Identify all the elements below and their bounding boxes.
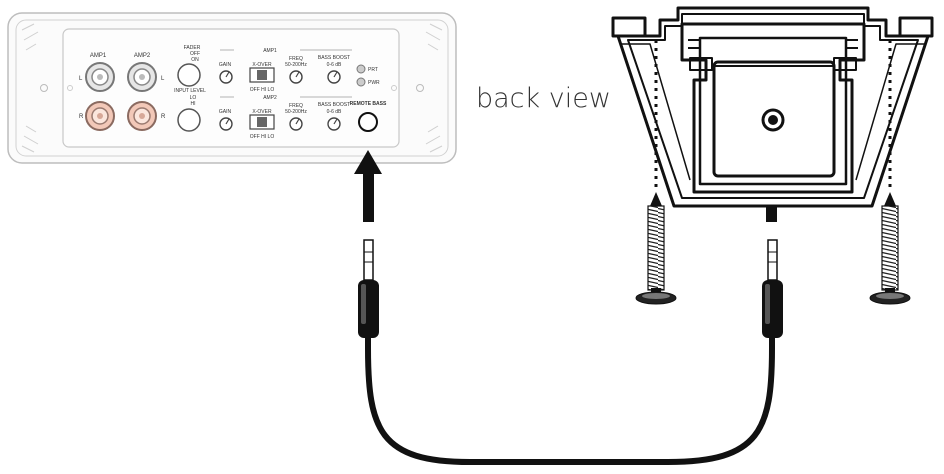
pwr-led-icon bbox=[356, 77, 366, 87]
boost-range-label-2: 0-6 dB bbox=[327, 109, 342, 115]
rca-jack-icon bbox=[85, 62, 157, 131]
fader-button bbox=[177, 63, 201, 87]
gain-label-2: GAIN bbox=[219, 109, 232, 115]
arrow-up-icon bbox=[354, 150, 382, 222]
remote-bass-label: REMOTE BASS bbox=[350, 101, 387, 107]
boost-range-label: 0-6 dB bbox=[327, 62, 342, 68]
input-level-button bbox=[177, 108, 201, 132]
back-view-caption: back view bbox=[476, 83, 611, 114]
xover-modes-label-2: OFF HI LO bbox=[250, 134, 275, 140]
fader-off-label: OFF bbox=[190, 51, 200, 57]
amp2-section-label: AMP2 bbox=[263, 95, 277, 101]
bass-boost-label: BASS BOOST bbox=[318, 55, 350, 61]
prt-label: PRT bbox=[368, 67, 378, 73]
xover-label-2: X-OVER bbox=[252, 109, 272, 115]
left-label: L bbox=[79, 76, 83, 82]
xover-modes-label: OFF HI LO bbox=[250, 87, 275, 93]
freq-range-label-2: 50-200Hz bbox=[285, 109, 307, 115]
right-label-2: R bbox=[161, 114, 166, 120]
fader-label: FADER bbox=[184, 45, 201, 51]
right-label: R bbox=[79, 114, 84, 120]
fader-on-label: ON bbox=[191, 57, 199, 63]
freq-label: FREQ bbox=[289, 56, 303, 62]
input-lo-label: LO bbox=[190, 95, 197, 101]
remote-knob-bracket-icon bbox=[611, 6, 934, 208]
audio-cable-icon bbox=[358, 239, 783, 465]
pwr-label: PWR bbox=[368, 80, 380, 86]
amplifier-panel-icon bbox=[7, 12, 457, 164]
bass-boost-label-2: BASS BOOST bbox=[318, 102, 350, 108]
screw-icon bbox=[635, 192, 677, 305]
amp2-controls: AMP2 GAIN X-OVER OFF HI LO FREQ 50-200Hz… bbox=[219, 95, 352, 140]
screw-guide-lines bbox=[654, 40, 892, 188]
prt-led-icon bbox=[356, 64, 366, 74]
left-label-2: L bbox=[161, 76, 165, 82]
freq-range-label: 50-200Hz bbox=[285, 62, 307, 68]
xover-label: X-OVER bbox=[252, 62, 272, 68]
amp2-label: AMP2 bbox=[134, 53, 151, 59]
input-hi-label: HI bbox=[191, 101, 196, 107]
amp1-controls: AMP1 GAIN X-OVER OFF HI LO FREQ 50-200Hz… bbox=[219, 48, 352, 93]
freq-label-2: FREQ bbox=[289, 103, 303, 109]
input-level-label: INPUT LEVEL bbox=[174, 88, 206, 94]
screw-icon bbox=[869, 192, 911, 305]
amp1-label: AMP1 bbox=[90, 53, 107, 59]
gain-label: GAIN bbox=[219, 62, 232, 68]
remote-bass-port bbox=[358, 112, 378, 132]
amp1-section-label: AMP1 bbox=[263, 48, 277, 54]
